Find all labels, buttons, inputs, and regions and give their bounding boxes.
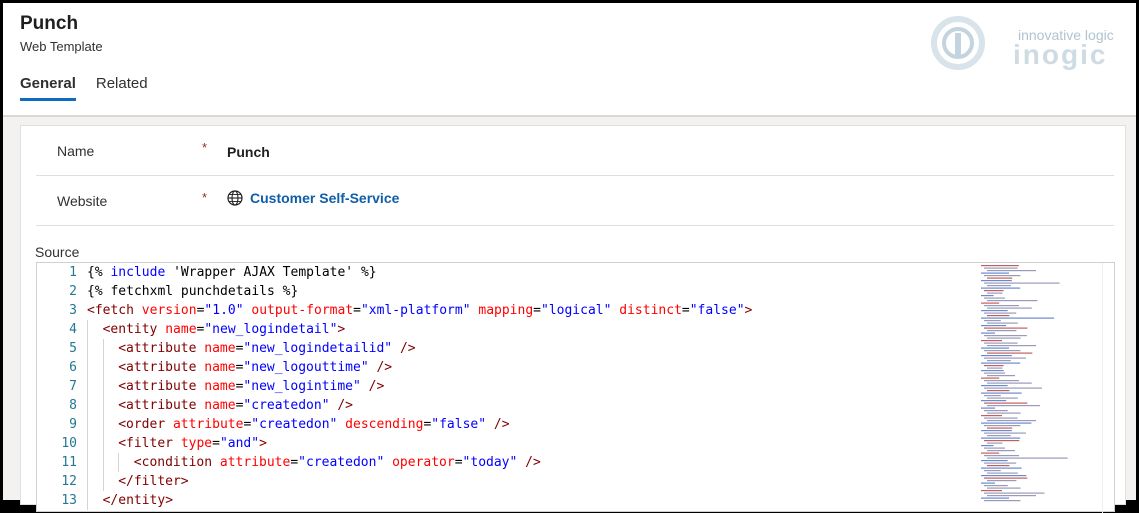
code-text: <attribute name="new_logintime" /> bbox=[118, 379, 385, 394]
website-label: Website bbox=[57, 193, 108, 209]
website-field-row: Website * Customer Self-Service bbox=[36, 176, 1114, 226]
indent-guide bbox=[87, 415, 88, 434]
indent-guide bbox=[102, 339, 104, 358]
line-number: 4 bbox=[69, 322, 77, 337]
name-field[interactable]: Punch bbox=[227, 144, 270, 160]
indent-guide bbox=[87, 472, 88, 491]
indent-guide bbox=[102, 396, 104, 415]
line-number: 5 bbox=[69, 341, 77, 356]
website-value: Customer Self-Service bbox=[250, 190, 400, 206]
code-line[interactable]: 2 {% fetchxml punchdetails %} bbox=[37, 282, 997, 301]
indent-guide bbox=[102, 472, 104, 491]
code-text: <attribute name="new_logouttime" /> bbox=[118, 360, 393, 375]
indent-guide bbox=[102, 415, 104, 434]
code-line[interactable]: 1 {% include 'Wrapper AJAX Template' %} bbox=[37, 263, 997, 282]
indent-guide bbox=[87, 377, 88, 396]
code-text: <attribute name="createdon" /> bbox=[118, 398, 353, 413]
code-line[interactable]: 6 <attribute name="new_logouttime" /> bbox=[37, 358, 997, 377]
code-line[interactable]: 12 </filter> bbox=[37, 472, 997, 491]
code-text: {% fetchxml punchdetails %} bbox=[87, 284, 299, 299]
line-number: 12 bbox=[61, 474, 77, 489]
indent-guide bbox=[87, 453, 88, 472]
indent-guide bbox=[102, 358, 104, 377]
code-text: </entity> bbox=[102, 493, 174, 508]
indent-guide bbox=[87, 396, 88, 415]
tab-bar: General Related bbox=[20, 75, 168, 101]
indent-guide bbox=[87, 358, 88, 377]
code-line[interactable]: 3 <fetch version="1.0" output-format="xml… bbox=[37, 301, 997, 320]
record-header: Punch Web Template General Related innov… bbox=[3, 3, 1136, 115]
indent-guide bbox=[87, 434, 88, 453]
editor-scrollbar[interactable] bbox=[1102, 263, 1114, 513]
code-line[interactable]: 8 <attribute name="createdon" /> bbox=[37, 396, 997, 415]
line-number: 8 bbox=[69, 398, 77, 413]
code-text: <condition attribute="createdon" operato… bbox=[133, 455, 541, 470]
indent-guide bbox=[87, 491, 88, 510]
code-line[interactable]: 10 <filter type="and"> bbox=[37, 434, 997, 453]
line-number: 11 bbox=[61, 455, 77, 470]
line-number: 3 bbox=[69, 303, 77, 318]
indent-guide bbox=[87, 339, 88, 358]
name-field-row: Name * Punch bbox=[36, 126, 1114, 176]
name-label: Name bbox=[57, 143, 95, 159]
inogic-logo-icon bbox=[931, 16, 985, 70]
line-number: 10 bbox=[61, 436, 77, 451]
code-line[interactable]: 7 <attribute name="new_logintime" /> bbox=[37, 377, 997, 396]
code-line[interactable]: 13 </entity> bbox=[37, 491, 997, 510]
logo-wordmark: inogic bbox=[1013, 39, 1108, 70]
tab-general[interactable]: General bbox=[20, 75, 76, 101]
code-text: </filter> bbox=[118, 474, 189, 489]
line-number: 2 bbox=[69, 284, 77, 299]
globe-icon bbox=[227, 190, 243, 206]
source-code-editor[interactable]: 1 {% include 'Wrapper AJAX Template' %} 2 {… bbox=[36, 262, 1115, 513]
code-text: <entity name="new_logindetail"> bbox=[102, 322, 346, 337]
indent-guide bbox=[102, 434, 104, 453]
code-text: <order attribute="createdon" descending=… bbox=[118, 417, 510, 432]
required-indicator: * bbox=[202, 190, 208, 205]
code-text: <attribute name="new_logindetailid" /> bbox=[118, 341, 416, 356]
record-title: Punch bbox=[20, 13, 79, 34]
app-frame: Punch Web Template General Related innov… bbox=[3, 3, 1136, 513]
code-text: <fetch version="1.0" output-format="xml-… bbox=[87, 303, 753, 318]
line-number: 1 bbox=[69, 265, 77, 280]
indent-guide bbox=[102, 453, 104, 472]
record-entity-type: Web Template bbox=[20, 39, 103, 54]
code-line[interactable]: 5 <attribute name="new_logindetailid" /> bbox=[37, 339, 997, 358]
code-text: <filter type="and"> bbox=[118, 436, 267, 451]
tab-related[interactable]: Related bbox=[95, 75, 148, 92]
code-line[interactable]: 9 <order attribute="createdon" descending… bbox=[37, 415, 997, 434]
indent-guide bbox=[87, 320, 88, 339]
code-text: {% include 'Wrapper AJAX Template' %} bbox=[87, 265, 377, 280]
line-number: 6 bbox=[69, 360, 77, 375]
website-lookup-link[interactable]: Customer Self-Service bbox=[227, 190, 399, 206]
line-number: 7 bbox=[69, 379, 77, 394]
general-section: Name * Punch Website * Customer Self-Ser… bbox=[20, 125, 1126, 513]
brand-logo: innovative logic inogic bbox=[928, 15, 1128, 71]
code-minimap[interactable] bbox=[979, 263, 1103, 513]
required-indicator: * bbox=[202, 140, 208, 155]
form-body: Name * Punch Website * Customer Self-Ser… bbox=[3, 115, 1136, 513]
indent-guide bbox=[118, 453, 120, 472]
line-number: 9 bbox=[69, 417, 77, 432]
code-line[interactable]: 11 <condition attribute="createdon" opera… bbox=[37, 453, 997, 472]
indent-guide bbox=[102, 377, 104, 396]
source-label: Source bbox=[35, 244, 80, 260]
code-line[interactable]: 4 <entity name="new_logindetail"> bbox=[37, 320, 997, 339]
line-number: 13 bbox=[61, 493, 77, 508]
logo-tagline: innovative logic bbox=[1018, 27, 1114, 43]
